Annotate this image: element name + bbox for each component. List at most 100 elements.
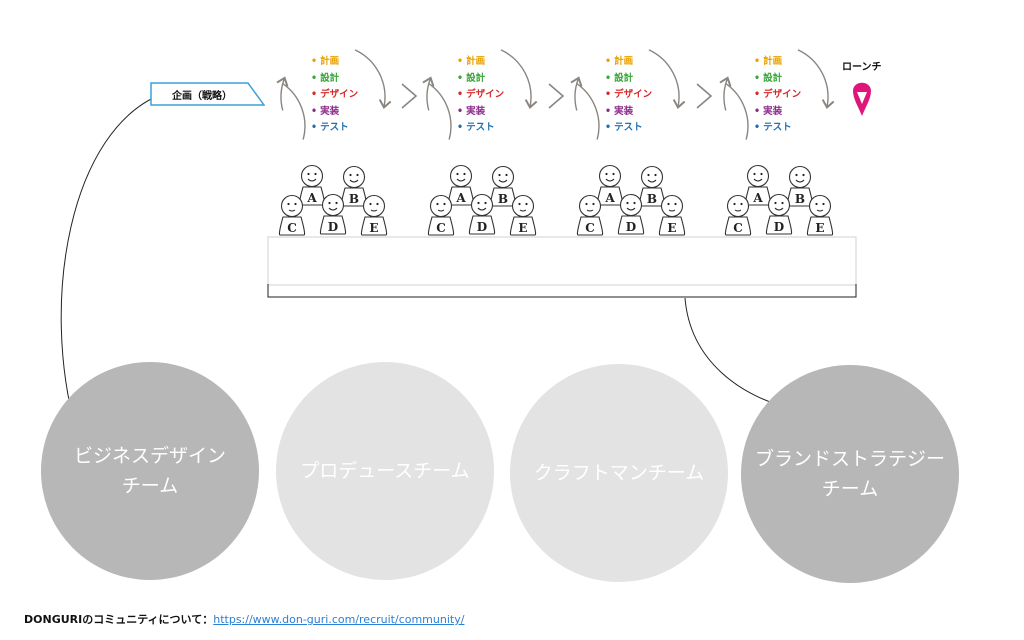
- phase-label: テスト: [320, 122, 349, 133]
- face-icon: [321, 193, 345, 217]
- phase-label: デザイン: [320, 89, 359, 100]
- team-label: クラフトマンチーム: [533, 462, 705, 484]
- cycle-arrow: [500, 49, 538, 109]
- phase-item: •デザイン: [457, 87, 527, 104]
- face-icon: [300, 164, 324, 188]
- face-icon: [342, 165, 366, 189]
- face-icon: [660, 194, 684, 218]
- member-C: C: [427, 194, 455, 236]
- phase-label: 計画: [614, 56, 634, 67]
- phase-item: •設計: [754, 71, 824, 88]
- member-letter: C: [585, 221, 595, 235]
- phase-label: 実装: [320, 105, 340, 117]
- cycle-arrow-left: [422, 76, 435, 111]
- member-D: D: [468, 193, 496, 235]
- member-letter: B: [349, 192, 359, 206]
- phase-label: 計画: [320, 56, 340, 67]
- member-letter: D: [626, 220, 636, 234]
- member-letter: C: [733, 221, 743, 235]
- phase-item: •設計: [457, 71, 527, 88]
- face-icon: [746, 164, 770, 188]
- cycle-arrow: [354, 49, 392, 109]
- phase-item: •テスト: [754, 120, 824, 137]
- chevron-right-icon: [548, 83, 565, 109]
- cycle-arrow-left: [719, 76, 732, 111]
- phase-label: デザイン: [614, 89, 653, 100]
- phase-label: 実装: [466, 105, 486, 117]
- member-letter: D: [774, 220, 784, 234]
- phase-label: デザイン: [763, 89, 802, 100]
- bracket: [267, 284, 857, 298]
- chevron-right-icon: [696, 83, 713, 109]
- member-C: C: [576, 194, 604, 236]
- chevron-right-icon: [401, 83, 418, 109]
- bullet-icon: •: [605, 72, 612, 84]
- member-C: C: [278, 194, 306, 236]
- launch-label: ローンチ: [842, 62, 882, 73]
- bullet-icon: •: [754, 56, 761, 67]
- bullet-icon: •: [605, 89, 612, 100]
- member-letter: A: [455, 191, 466, 205]
- bullet-icon: •: [457, 72, 464, 84]
- phase-list: •計画•設計•デザイン•実装•テスト: [754, 54, 824, 137]
- phase-item: •実装: [605, 104, 675, 121]
- cycle-arrow: [648, 49, 686, 109]
- bullet-icon: •: [754, 72, 761, 84]
- member-letter: A: [604, 191, 615, 205]
- member-letter: E: [369, 221, 378, 235]
- member-E: E: [509, 194, 537, 236]
- cycle-arc: [576, 82, 600, 140]
- phase-label: 計画: [763, 56, 783, 67]
- member-letter: C: [436, 221, 446, 235]
- phase-label: テスト: [614, 122, 643, 133]
- team-label: ビジネスデザイン チーム: [73, 445, 226, 497]
- footer-text: DONGURIのコミュニティについて：: [24, 613, 214, 626]
- member-letter: E: [518, 221, 527, 235]
- phase-item: •デザイン: [754, 87, 824, 104]
- phase-label: デザイン: [466, 89, 505, 100]
- bullet-icon: •: [311, 72, 318, 84]
- cycle-3: [570, 49, 686, 140]
- member-letter: B: [647, 192, 657, 206]
- team-circle-craftsman: クラフトマンチーム: [510, 364, 728, 582]
- cycle-arrow: [797, 49, 835, 109]
- phase-item: •計画: [605, 54, 675, 71]
- strategy-tag: 企画（戦略）: [150, 82, 265, 106]
- bullet-icon: •: [457, 56, 464, 67]
- phase-item: •テスト: [311, 120, 381, 137]
- member-A: A: [596, 164, 624, 206]
- member-D: D: [617, 193, 645, 235]
- phase-item: •デザイン: [605, 87, 675, 104]
- member-D: D: [765, 193, 793, 235]
- team-box: [267, 236, 857, 286]
- member-E: E: [658, 194, 686, 236]
- bullet-icon: •: [754, 105, 761, 117]
- team-label: ブランドストラテジー チーム: [754, 448, 945, 500]
- member-D: D: [319, 193, 347, 235]
- phase-item: •計画: [457, 54, 527, 71]
- launch-pin-icon: [853, 82, 871, 116]
- cycle-4: [719, 49, 835, 140]
- phase-label: 設計: [614, 72, 634, 84]
- face-icon: [449, 164, 473, 188]
- community-link[interactable]: https://www.don-guri.com/recruit/communi…: [213, 613, 465, 626]
- member-letter: A: [752, 191, 763, 205]
- phase-list: •計画•設計•デザイン•実装•テスト: [311, 54, 381, 137]
- cycle-arrow-left: [570, 76, 583, 111]
- bullet-icon: •: [605, 56, 612, 67]
- cycle-arc: [725, 82, 749, 140]
- face-icon: [726, 194, 750, 218]
- phase-item: •テスト: [457, 120, 527, 137]
- bullet-icon: •: [457, 89, 464, 100]
- member-B: B: [786, 165, 814, 207]
- bullet-icon: •: [311, 89, 318, 100]
- member-B: B: [638, 165, 666, 207]
- phase-list: •計画•設計•デザイン•実装•テスト: [605, 54, 675, 137]
- member-C: C: [724, 194, 752, 236]
- member-letter: D: [328, 220, 338, 234]
- face-icon: [491, 165, 515, 189]
- face-icon: [578, 194, 602, 218]
- face-icon: [788, 165, 812, 189]
